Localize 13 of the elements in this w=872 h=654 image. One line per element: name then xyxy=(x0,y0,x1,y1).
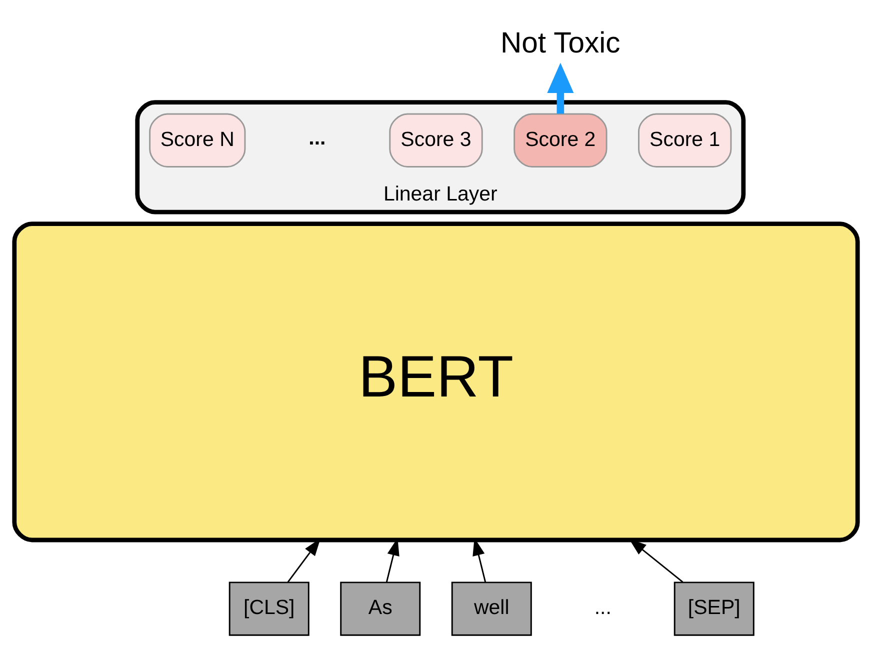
node-box: well xyxy=(451,582,532,636)
label: ... xyxy=(308,126,326,150)
node-text: Not Toxic xyxy=(500,28,620,60)
node-box: [SEP] xyxy=(674,582,754,636)
node-box: Score 3 xyxy=(389,113,483,168)
node-box: Score 1 xyxy=(638,113,732,168)
arrow xyxy=(547,62,574,114)
node-box: As xyxy=(340,582,421,636)
node-box: BERT xyxy=(12,222,860,542)
node-box: Score 2 xyxy=(514,113,608,168)
node-box: [CLS] xyxy=(228,582,310,636)
node-box: Score N xyxy=(149,113,246,168)
label: ... xyxy=(594,596,612,620)
